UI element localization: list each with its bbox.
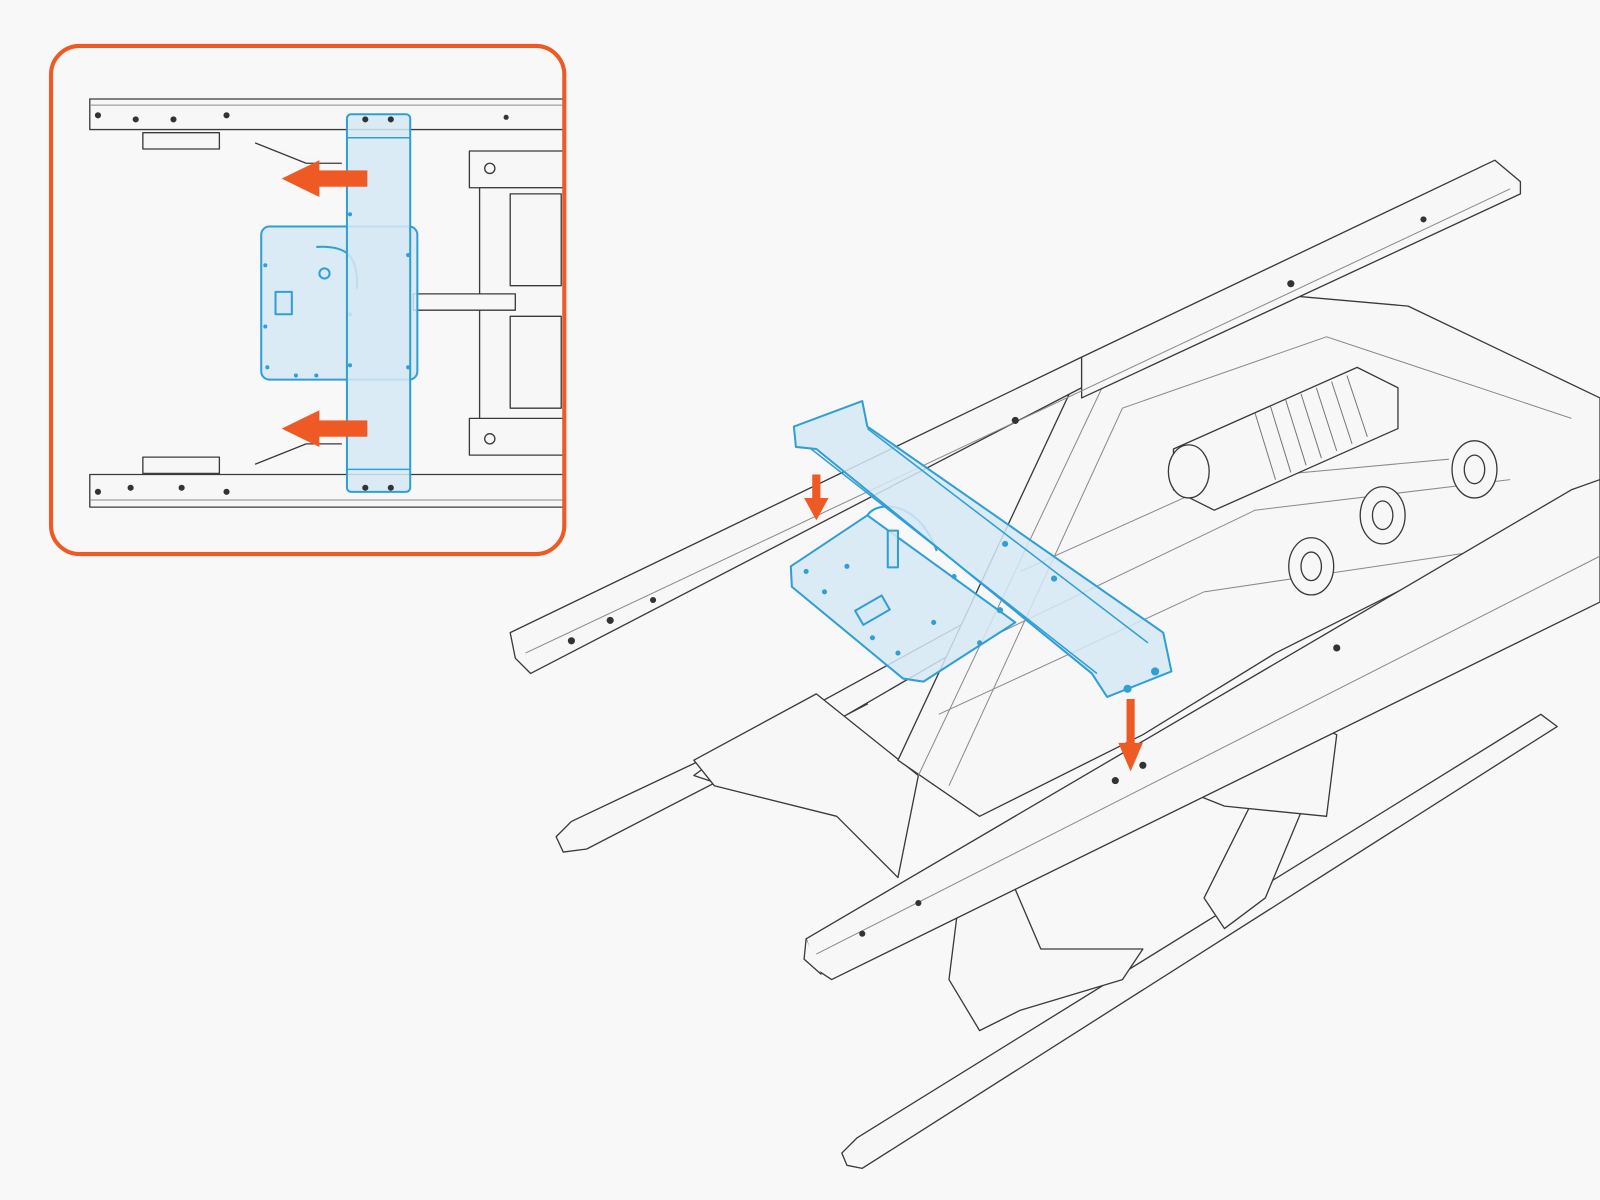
inset-rail-bottom [89,473,565,508]
arrow-left-icon [281,410,368,447]
arrow-down-icon [1118,698,1143,772]
main-frame-assembly [509,159,1600,1170]
arrow-down-icon [804,474,829,521]
skid-bottom [841,713,1558,1170]
cross-member-1 [693,693,920,879]
inset-cross-bracket [345,113,412,493]
rail-upper-left [509,356,1083,675]
cross-member-2 [948,876,1144,1032]
motor [1167,366,1399,511]
cross-bracket-highlighted [792,400,1173,698]
pulleys [1288,440,1498,596]
detail-inset [48,43,567,557]
mounting-plate-highlighted [789,505,1017,683]
inset-highlight-frame [48,43,567,557]
inset-rail-top [89,98,565,131]
arrow-left-icon [281,160,368,197]
